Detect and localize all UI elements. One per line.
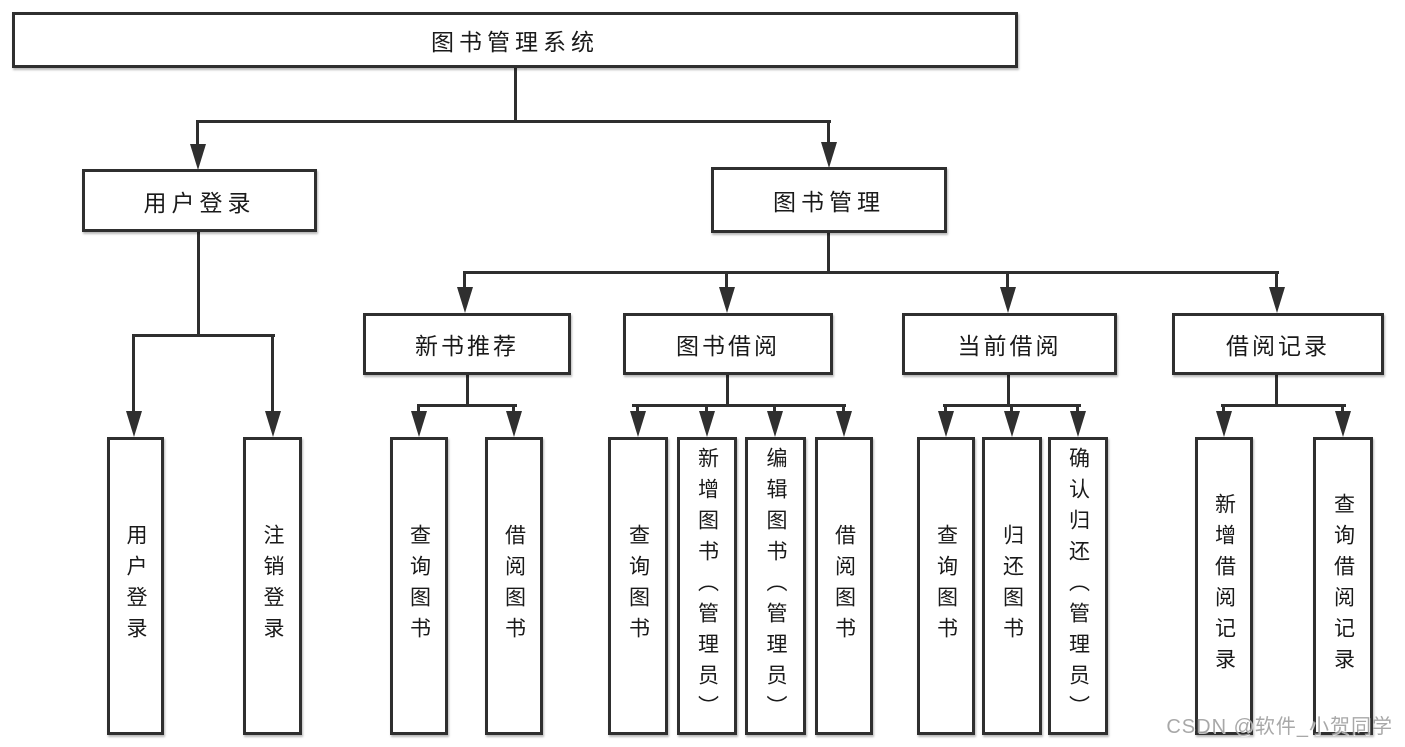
arrowhead-down-icon [1000,287,1016,313]
connector-line [1076,404,1079,414]
arrowhead-down-icon [767,411,783,437]
arrowhead-down-icon [190,144,206,170]
connector-line [827,120,830,146]
node-user-login: 用户登录 [82,169,317,232]
connector-line [1221,404,1346,407]
arrowhead-down-icon [699,411,715,437]
arrowhead-down-icon [836,411,852,437]
node-book-borrowing: 图书借阅 [623,313,833,375]
node-new-book-recommend: 新书推荐 [363,313,571,375]
connector-line [132,334,275,337]
arrowhead-down-icon [126,411,142,437]
connector-line [197,230,200,337]
leaf-records-add-record: 新增借阅记录 [1195,437,1253,735]
arrowhead-down-icon [411,411,427,437]
node-borrowing-records: 借阅记录 [1172,313,1384,375]
leaf-current-confirm-return-admin: 确认归还（管理员） [1048,437,1108,735]
leaf-records-query-record: 查询借阅记录 [1313,437,1373,735]
leaf-logout: 注销登录 [243,437,302,735]
leaf-current-return-books: 归还图书 [982,437,1042,735]
leaf-borrowing-add-books-admin: 新增图书（管理员） [677,437,737,735]
connector-line [726,373,729,407]
arrowhead-down-icon [1004,411,1020,437]
connector-line [197,120,831,123]
connector-line [773,404,776,414]
leaf-recommend-query-books: 查询图书 [390,437,448,735]
leaf-current-query-books: 查询图书 [917,437,975,735]
connector-line [725,271,728,291]
arrowhead-down-icon [1216,411,1232,437]
connector-line [132,334,135,414]
connector-line [1275,271,1278,291]
connector-line [705,404,708,414]
arrowhead-down-icon [719,287,735,313]
leaf-borrowing-borrow-books: 借阅图书 [815,437,873,735]
arrowhead-down-icon [1070,411,1086,437]
connector-line [632,404,846,407]
connector-line [827,231,830,274]
csdn-watermark: CSDN @软件_小贺同学 [1166,716,1393,738]
connector-line [512,404,515,414]
arrowhead-down-icon [938,411,954,437]
connector-line [1010,404,1013,414]
connector-line [271,334,274,414]
connector-line [944,404,947,414]
connector-line [514,66,517,123]
connector-line [842,404,845,414]
connector-line [636,404,639,414]
leaf-user-login: 用户登录 [107,437,164,735]
connector-line [196,120,199,148]
connector-line [417,404,517,407]
connector-line [1275,373,1278,407]
leaf-recommend-borrow-books: 借阅图书 [485,437,543,735]
connector-line [1006,271,1009,291]
leaf-borrowing-query-books: 查询图书 [608,437,668,735]
leaf-borrowing-edit-books-admin: 编辑图书（管理员） [745,437,806,735]
arrowhead-down-icon [630,411,646,437]
arrowhead-down-icon [1269,287,1285,313]
connector-line [1007,373,1010,407]
arrowhead-down-icon [457,287,473,313]
arrowhead-down-icon [265,411,281,437]
node-book-management: 图书管理 [711,167,947,233]
connector-line [1222,404,1225,414]
connector-line [417,404,420,414]
arrowhead-down-icon [821,142,837,168]
arrowhead-down-icon [506,411,522,437]
connector-line [463,271,1279,274]
connector-line [463,271,466,291]
arrowhead-down-icon [1335,411,1351,437]
connector-line [1341,404,1344,414]
connector-line [466,373,469,407]
node-current-borrowing: 当前借阅 [902,313,1117,375]
node-root-book-management-system: 图书管理系统 [12,12,1018,68]
